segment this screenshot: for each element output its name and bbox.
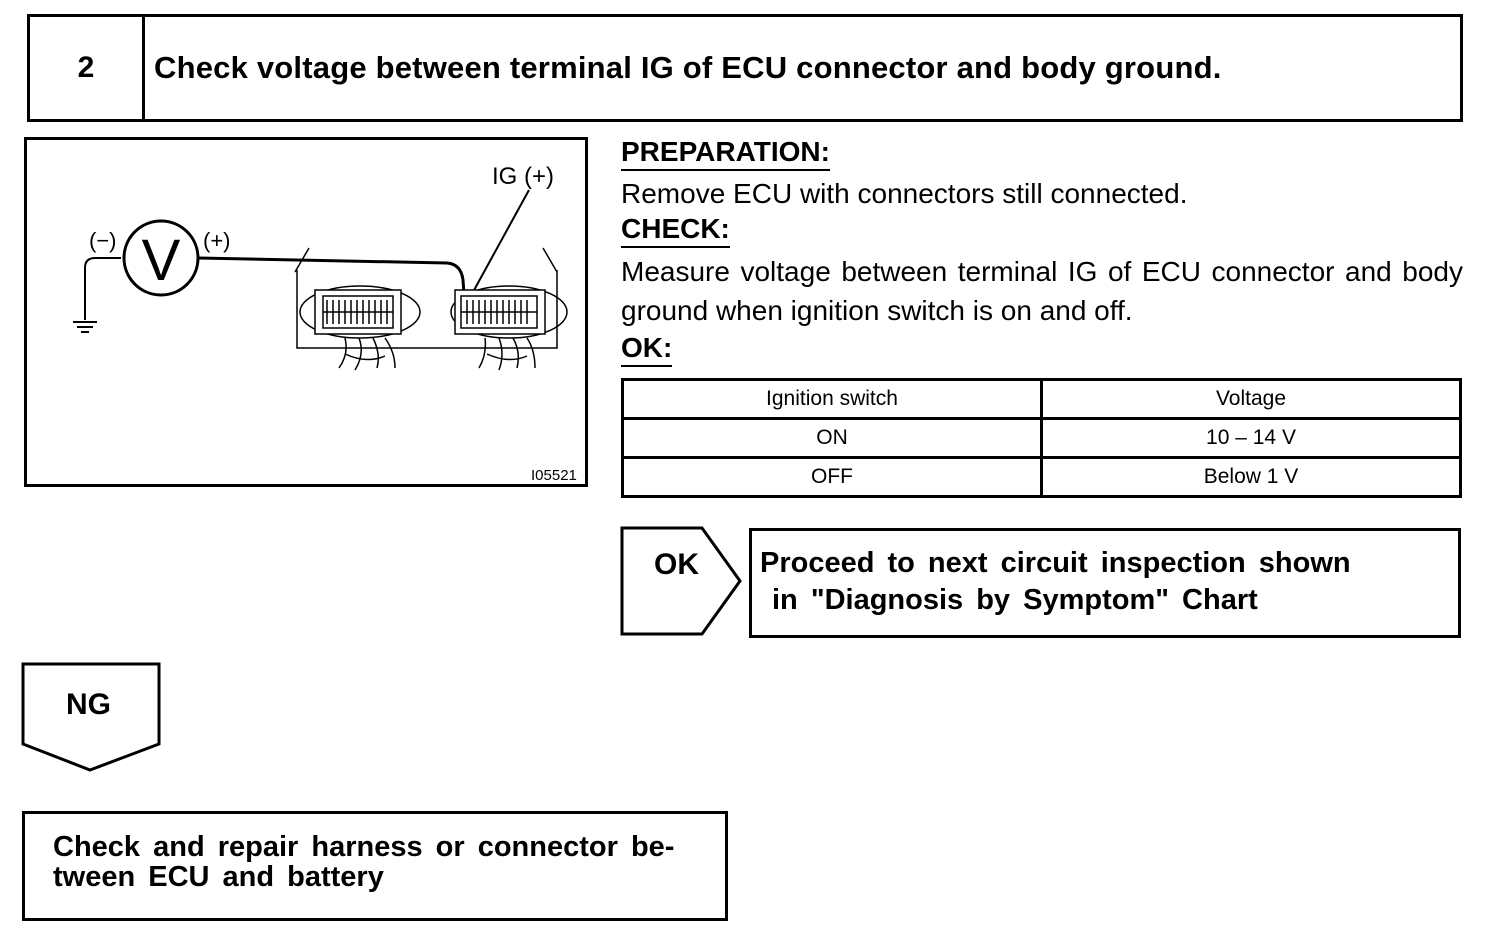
table-header-row: Ignition switch Voltage: [621, 378, 1462, 420]
table-cell: Below 1 V: [1040, 456, 1462, 498]
ng-result-line: tween ECU and battery: [53, 861, 384, 893]
table-cell: OFF: [621, 456, 1043, 498]
step-title: Check voltage between terminal IG of ECU…: [154, 50, 1222, 85]
ground-symbol-icon: [73, 257, 121, 333]
ok-arrow-icon: [620, 526, 742, 636]
ng-result-box: Check and repair harness or connector be…: [22, 811, 728, 921]
table-row: ON 10 – 14 V: [621, 417, 1462, 459]
ng-label: NG: [66, 688, 111, 721]
meter-symbol: V: [142, 228, 181, 293]
figure-code: I05521: [531, 467, 577, 484]
column-header: Ignition switch: [621, 378, 1043, 420]
table-cell: 10 – 14 V: [1040, 417, 1462, 459]
diagram-drawing: V (−) (+) IG (+): [73, 163, 577, 484]
ok-result-box: Proceed to next circuit inspection shown…: [749, 528, 1461, 638]
table-row: OFF Below 1 V: [621, 456, 1462, 498]
voltmeter-icon: V: [122, 219, 200, 297]
check-heading: CHECK:: [621, 213, 730, 248]
terminal-label: IG (+): [492, 163, 554, 190]
check-text: Measure voltage between terminal IG of E…: [621, 256, 1463, 326]
wiring-diagram: V (−) (+) IG (+): [24, 137, 588, 487]
ok-spec-heading: OK:: [621, 332, 673, 367]
column-header: Voltage: [1040, 378, 1462, 420]
ecu-connector-icon: [294, 247, 568, 371]
ok-result-text: Proceed to next circuit inspection shown…: [760, 545, 1351, 619]
ng-arrow-icon: [21, 662, 161, 772]
table-cell: ON: [621, 417, 1043, 459]
terminal-leader-line: [472, 189, 530, 293]
ok-result-line: in "Diagnosis by Symptom" Chart: [772, 584, 1258, 616]
ok-label: OK: [654, 548, 699, 581]
negative-probe-label: (−): [89, 228, 117, 253]
ok-result-line: Proceed to next circuit inspection shown: [760, 547, 1351, 579]
ng-result-text: Check and repair harness or connector be…: [53, 832, 703, 892]
ng-result-line: Check and repair harness or connector be…: [53, 831, 675, 863]
spec-table: Ignition switch Voltage ON 10 – 14 V OFF…: [621, 378, 1462, 498]
step-header: 2 Check voltage between terminal IG of E…: [27, 14, 1463, 122]
preparation-heading: PREPARATION:: [621, 136, 830, 171]
preparation-text: Remove ECU with connectors still connect…: [621, 178, 1188, 209]
step-number: 2: [30, 17, 145, 119]
positive-probe-label: (+): [203, 228, 231, 253]
probe-lead: [197, 256, 467, 309]
